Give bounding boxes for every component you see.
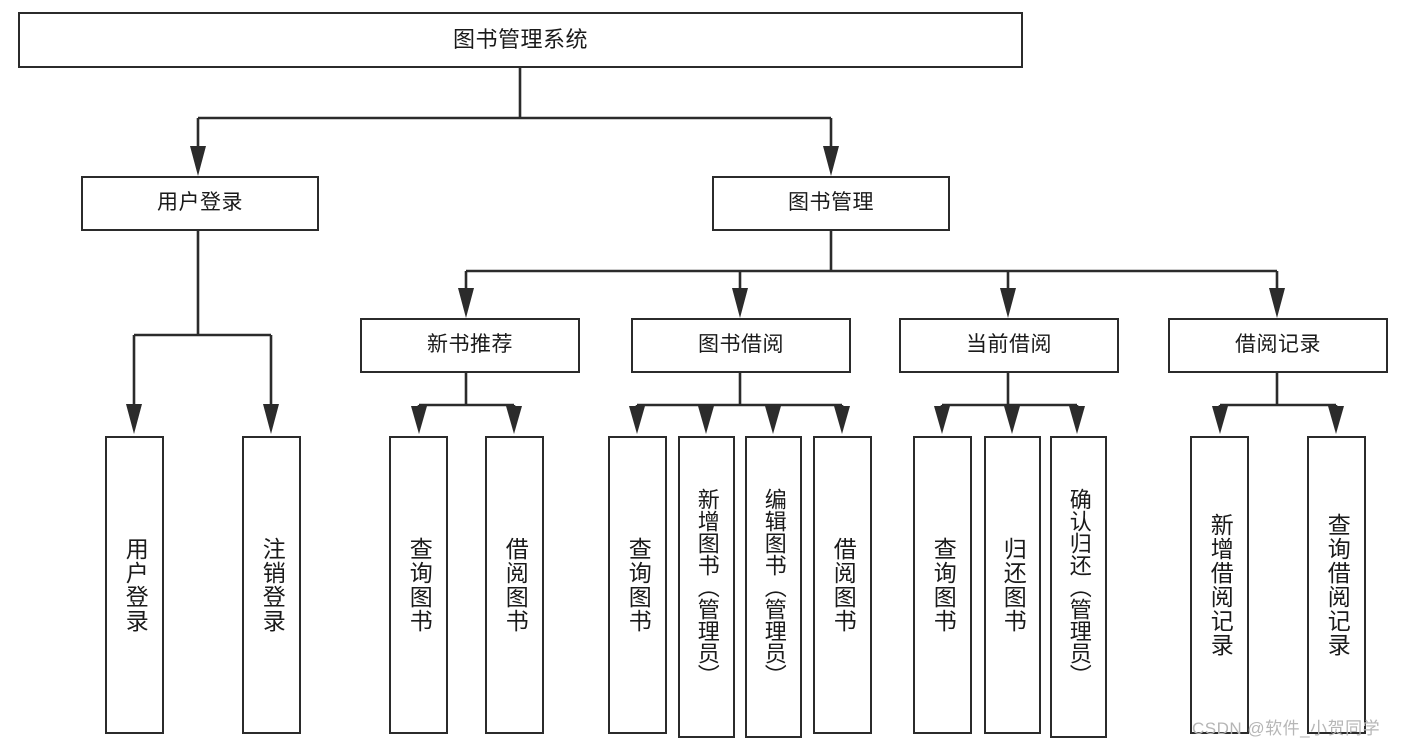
node-leaf-add-record[interactable]: 新增借阅记录 (1190, 436, 1249, 734)
node-leaf-user-logout[interactable]: 注销登录 (242, 436, 301, 734)
node-current-borrow-label: 当前借阅 (966, 333, 1052, 357)
node-leaf-confirm-return[interactable]: 确认归还（管理员） (1050, 436, 1107, 738)
node-leaf-user-login[interactable]: 用户登录 (105, 436, 164, 734)
node-borrow-record[interactable]: 借阅记录 (1168, 318, 1388, 373)
node-book-management[interactable]: 图书管理 (712, 176, 950, 231)
node-leaf-user-logout-label: 注销登录 (259, 537, 286, 633)
node-leaf-confirm-return-label: 确认归还（管理员） (1066, 488, 1092, 686)
node-new-book-recommend[interactable]: 新书推荐 (360, 318, 580, 373)
node-root[interactable]: 图书管理系统 (18, 12, 1023, 68)
node-leaf-add-book-label: 新增图书（管理员） (694, 488, 720, 686)
node-leaf-query-record-label: 查询借阅记录 (1324, 513, 1351, 657)
node-leaf-query-book-3-label: 查询图书 (930, 537, 957, 633)
node-leaf-borrow-book-1-label: 借阅图书 (502, 537, 529, 633)
node-leaf-return-book[interactable]: 归还图书 (984, 436, 1041, 734)
node-leaf-user-login-label: 用户登录 (122, 537, 149, 633)
node-leaf-return-book-label: 归还图书 (1000, 537, 1027, 633)
watermark-text: CSDN @软件_小贺同学 (1192, 719, 1381, 738)
node-leaf-query-book-1-label: 查询图书 (406, 537, 433, 633)
node-user-login[interactable]: 用户登录 (81, 176, 319, 231)
node-leaf-add-book[interactable]: 新增图书（管理员） (678, 436, 735, 738)
node-current-borrow[interactable]: 当前借阅 (899, 318, 1119, 373)
node-leaf-borrow-book-1[interactable]: 借阅图书 (485, 436, 544, 734)
node-book-borrow[interactable]: 图书借阅 (631, 318, 851, 373)
node-leaf-query-record[interactable]: 查询借阅记录 (1307, 436, 1366, 734)
node-book-borrow-label: 图书借阅 (698, 333, 784, 357)
node-leaf-add-record-label: 新增借阅记录 (1207, 513, 1234, 657)
node-leaf-edit-book[interactable]: 编辑图书（管理员） (745, 436, 802, 738)
node-leaf-query-book-1[interactable]: 查询图书 (389, 436, 448, 734)
node-leaf-edit-book-label: 编辑图书（管理员） (761, 488, 787, 686)
node-leaf-borrow-book-2[interactable]: 借阅图书 (813, 436, 872, 734)
node-leaf-query-book-2-label: 查询图书 (625, 537, 652, 633)
node-leaf-query-book-2[interactable]: 查询图书 (608, 436, 667, 734)
node-leaf-query-book-3[interactable]: 查询图书 (913, 436, 972, 734)
node-user-login-label: 用户登录 (157, 191, 243, 215)
node-new-book-recommend-label: 新书推荐 (427, 333, 513, 357)
node-book-management-label: 图书管理 (788, 191, 874, 215)
node-root-label: 图书管理系统 (452, 27, 588, 53)
node-leaf-borrow-book-2-label: 借阅图书 (830, 537, 857, 633)
node-borrow-record-label: 借阅记录 (1235, 333, 1321, 357)
